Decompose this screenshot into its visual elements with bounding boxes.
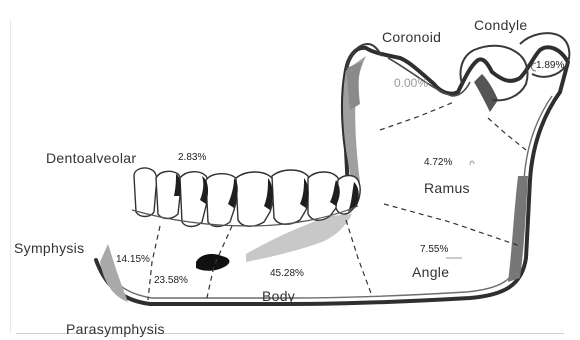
pct-body: 45.28%: [270, 268, 304, 279]
condyle-neck-shading: [474, 74, 498, 112]
pct-angle: 7.55%: [420, 244, 448, 255]
pct-dentoalveolar: 2.83%: [178, 152, 206, 163]
label-ramus: Ramus: [424, 180, 470, 196]
boundary-ramus-coronoid: [380, 102, 454, 130]
pct-coronoid: 0.00%: [394, 76, 428, 90]
tooth-1: [134, 168, 157, 217]
pct-parasymphysis: 23.58%: [154, 275, 188, 286]
label-parasymphysis: Parasymphysis: [66, 321, 165, 337]
boundary-ramus-condyle: [488, 118, 526, 150]
pct-condyle: 1.89%: [536, 60, 564, 71]
ramus-mark: [470, 161, 474, 165]
boundary-angle-ramus: [384, 204, 520, 246]
label-symphysis: Symphysis: [14, 240, 84, 256]
boundary-body-angle: [346, 220, 372, 296]
mental-foramen: [196, 254, 229, 271]
label-condyle: Condyle: [474, 17, 527, 33]
teeth-row: [134, 168, 360, 227]
label-coronoid: Coronoid: [382, 29, 441, 45]
pct-ramus: 4.72%: [424, 157, 452, 168]
symphysis-shading: [100, 244, 128, 302]
label-dentoalveolar: Dentoalveolar: [46, 150, 136, 166]
pct-symphysis: 14.15%: [116, 254, 150, 265]
label-body: Body: [262, 288, 295, 304]
label-angle: Angle: [412, 264, 449, 280]
